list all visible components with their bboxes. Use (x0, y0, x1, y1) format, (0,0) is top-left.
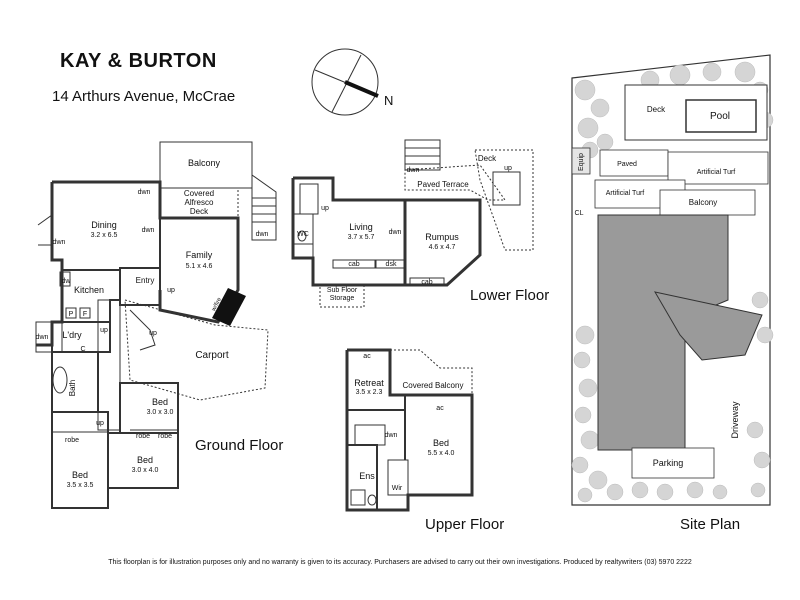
room-subfloor-label-1: Sub Floor (327, 287, 358, 294)
ground-floor-labels: Balcony Covered Alfresco Deck Dining 3.2… (36, 158, 269, 489)
robe-label: robe (158, 433, 172, 440)
cabinet-label: cab (348, 261, 359, 268)
room-wc-label: WC (297, 231, 309, 238)
brand-logo: KAY & BURTON (60, 50, 217, 72)
dwn-label: dwn (53, 239, 66, 246)
aircon-label: ac (363, 353, 371, 360)
room-bed2-dimensions: 3.0 x 4.0 (132, 467, 159, 474)
footer-disclaimer: This floorplan is for illustration purpo… (108, 559, 692, 566)
upper-floor-plan (345, 348, 474, 512)
room-wir-label: Wir (392, 485, 403, 492)
room-bed-label: Bed (433, 438, 449, 448)
aircon-label: ac (436, 405, 444, 412)
room-bed1-dimensions: 3.0 x 3.0 (147, 409, 174, 416)
upper-floor-labels: Retreat 3.5 x 2.3 Covered Balcony Bed 5.… (354, 353, 463, 492)
site-artificial-turf-label: Artificial Turf (606, 190, 645, 197)
room-kitchen-label: Kitchen (74, 285, 104, 295)
room-living-label: Living (349, 222, 373, 232)
room-bed3-dimensions: 3.5 x 3.5 (67, 482, 94, 489)
room-rumpus-dimensions: 4.6 x 4.7 (429, 244, 456, 251)
room-bed2-label: Bed (137, 455, 153, 465)
site-paved-label: Paved (617, 161, 637, 168)
room-paved-terrace-label: Paved Terrace (417, 180, 469, 189)
room-bed3-label: Bed (72, 470, 88, 480)
room-bed-dimensions: 5.5 x 4.0 (428, 450, 455, 457)
site-pool-label: Pool (710, 111, 730, 122)
room-laundry-label: L'dry (62, 330, 82, 340)
compass-north-label: N (384, 93, 393, 108)
lower-floor-title: Lower Floor (470, 287, 549, 304)
room-family-label: Family (186, 250, 213, 260)
dwn-label: dwn (385, 432, 398, 439)
site-plan-title: Site Plan (680, 516, 741, 533)
compass: N (311, 48, 393, 116)
room-ensuite-label: Ens (359, 471, 375, 481)
room-retreat-label: Retreat (354, 378, 384, 388)
up-label: up (321, 205, 329, 212)
room-alfresco-label-3: Deck (190, 207, 209, 216)
dwn-label: dwn (389, 229, 402, 236)
cabinet-label: cab (421, 279, 432, 286)
site-plan-labels: Deck Pool Equip Paved Artificial Turf Ar… (575, 105, 740, 468)
site-driveway-label: Driveway (730, 401, 740, 439)
up-label: up (96, 420, 104, 427)
room-carport-label: Carport (195, 350, 229, 361)
room-covered-balcony-label: Covered Balcony (403, 381, 464, 390)
up-label: up (167, 287, 175, 294)
room-family-dimensions: 5.1 x 4.6 (186, 263, 213, 270)
room-bath-label: Bath (68, 380, 77, 396)
dwn-label: dwn (36, 334, 49, 341)
site-balcony-label: Balcony (689, 198, 717, 207)
pantry-label: P (69, 311, 74, 318)
lower-floor-labels: Living 3.7 x 5.7 Rumpus 4.6 x 4.7 Paved … (297, 154, 512, 302)
property-address: 14 Arthurs Avenue, McCrae (52, 88, 236, 105)
up-label: up (149, 330, 157, 337)
room-alfresco-label-1: Covered (184, 189, 214, 198)
room-rumpus-label: Rumpus (425, 232, 459, 242)
lower-floor-plan (291, 139, 534, 308)
room-deck-label: Deck (478, 154, 497, 163)
dwn-label: dwn (256, 231, 269, 238)
ground-floor-plan (35, 141, 277, 509)
cupboard-label: C (80, 346, 85, 353)
room-bed1-label: Bed (152, 397, 168, 407)
room-subfloor-label-2: Storage (330, 295, 355, 302)
site-equip-label: Equip (578, 153, 585, 171)
robe-label: robe (136, 433, 150, 440)
up-label: up (100, 327, 108, 334)
fridge-label: F (83, 311, 87, 318)
dwn-label: dwn (142, 227, 155, 234)
dwn-label: dwn (407, 167, 420, 174)
site-plan (571, 54, 774, 506)
room-dining-dimensions: 3.2 x 6.5 (91, 232, 118, 239)
site-artificial-turf-label: Artificial Turf (697, 169, 736, 176)
room-dining-label: Dining (91, 220, 117, 230)
dwn-label: dwn (138, 189, 151, 196)
robe-label: robe (65, 437, 79, 444)
ground-floor-title: Ground Floor (195, 437, 284, 454)
room-living-dimensions: 3.7 x 5.7 (348, 234, 375, 241)
room-alfresco-label-2: Alfresco (185, 198, 214, 207)
room-entry-label: Entry (136, 276, 155, 285)
site-cl-label: CL (575, 210, 584, 217)
site-deck-label: Deck (647, 105, 666, 114)
site-parking-label: Parking (653, 458, 684, 468)
up-label: up (504, 165, 512, 172)
room-retreat-dimensions: 3.5 x 2.3 (356, 389, 383, 396)
desk-label: dsk (386, 261, 397, 268)
dishwasher-label: dw (62, 278, 72, 285)
upper-floor-title: Upper Floor (425, 516, 505, 533)
room-balcony-label: Balcony (188, 158, 221, 168)
